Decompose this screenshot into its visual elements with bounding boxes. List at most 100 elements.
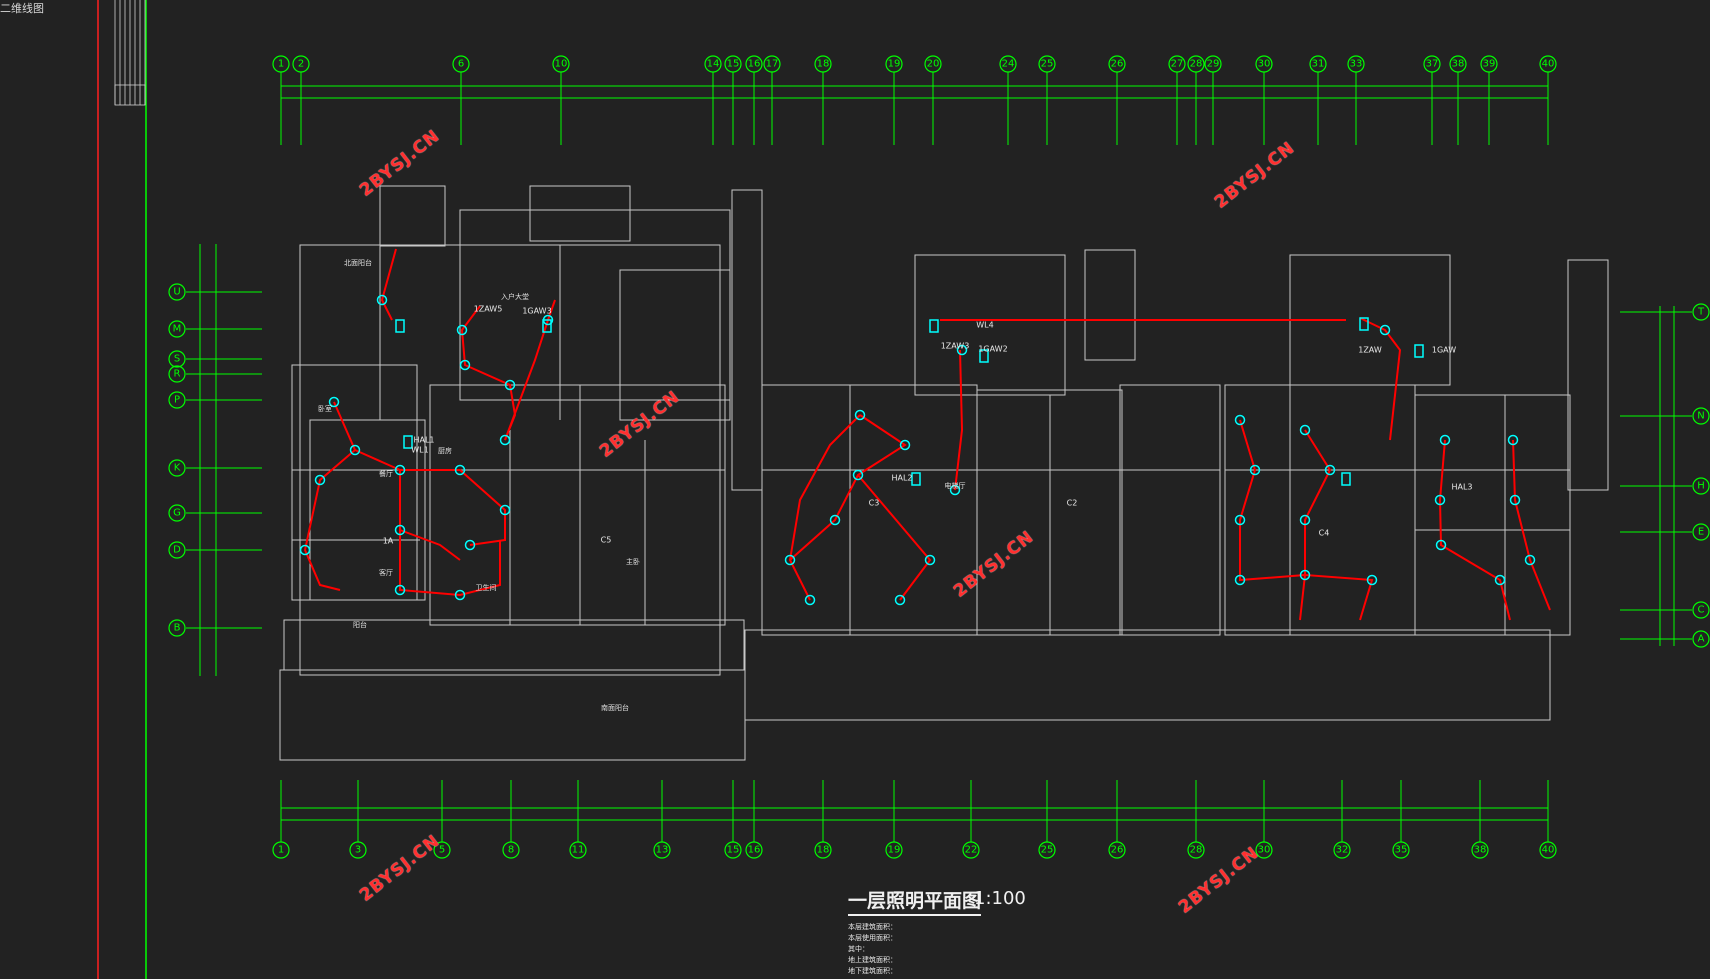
axis-bubble [1692,303,1710,321]
axis-bubble-label: 30 [1258,59,1271,70]
axis-bubble [168,365,186,383]
light-fixture [829,514,841,526]
room-label: 北面阳台 [344,258,372,267]
axis-bubble [1333,841,1351,859]
distribution-panel [1341,472,1351,486]
light-fixture [899,439,911,451]
light-fixture [394,524,406,536]
axis-bubble-label: 16 [748,845,761,856]
axis-bubble-label: 27 [1171,59,1184,70]
axis-bubble [1108,55,1126,73]
wiring-run [354,449,501,597]
axis-bubble [1038,841,1056,859]
axis-bubble [724,55,742,73]
light-fixture [376,294,388,306]
light-fixture [499,504,511,516]
light-fixture [456,324,468,336]
axis-bubble [962,841,980,859]
circuit-label: WL4 [976,321,993,330]
axis-bubble [1480,55,1498,73]
axis-bubble [168,541,186,559]
axis-bubble [885,55,903,73]
light-fixture [394,584,406,596]
axis-bubble-label: 18 [817,59,830,70]
axis-bubble-label: K [174,463,181,474]
light-fixture [1379,324,1391,336]
light-fixture [314,474,326,486]
wiring-run [789,414,861,561]
circuit-label: C2 [1067,499,1078,508]
wall-outline [1224,384,1416,636]
drawing-frame [97,0,147,979]
axis-bubble [502,841,520,859]
room-label: 南面阳台 [601,703,629,712]
area-note: 本层建筑面积： [848,923,897,931]
distribution-panel [1414,344,1424,358]
axis-bubble [292,55,310,73]
circuit-label: 1GAW [1432,346,1456,355]
light-fixture [499,434,511,446]
axis-bubble [763,55,781,73]
wall-outline [744,629,1551,721]
light-fixture [894,594,906,606]
axis-bubble-label: 28 [1190,845,1203,856]
tab-label[interactable]: 二维线图 [0,2,44,15]
distribution-panel [929,319,939,333]
light-fixture [956,344,968,356]
wall-outline [619,269,731,421]
axis-bubble-label: A [1698,634,1705,645]
wall-outline [279,669,746,761]
light-fixture [1234,414,1246,426]
axis-bubble [1347,55,1365,73]
axis-bubble-label: 26 [1111,845,1124,856]
light-fixture [804,594,816,606]
circuit-label: 1ZAW3 [941,342,970,351]
axis-bubble [168,320,186,338]
axis-bubble [1038,55,1056,73]
axis-bubble-label: 22 [965,845,978,856]
axis-bubble [552,55,570,73]
light-fixture [924,554,936,566]
axis-bubble [1539,841,1557,859]
axis-bubble [1692,601,1710,619]
axis-bubble-label: T [1697,307,1705,318]
axis-bubble [1692,477,1710,495]
axis-bubble [1392,841,1410,859]
circuit-label: HAL2 [891,474,912,483]
wall-outline [579,384,726,626]
light-fixture [504,379,516,391]
wall-outline [1084,249,1136,361]
circuit-label: C5 [601,536,612,545]
area-notes: 本层建筑面积：本层使用面积：其中：地上建筑面积：地下建筑面积： [848,922,897,977]
light-fixture [464,539,476,551]
axis-bubble [999,55,1017,73]
wall-outline [379,185,446,247]
area-note: 其中： [848,945,869,953]
distribution-panel [1359,317,1369,331]
axis-bubble-label: 29 [1207,59,1220,70]
wiring-run [460,305,517,441]
axis-bubble-label: 31 [1312,59,1325,70]
light-fixture [1234,574,1246,586]
light-fixture [1366,574,1378,586]
light-fixture [1524,554,1536,566]
circuit-label: 1ZAW5 [474,305,503,314]
wall-outline [731,189,763,491]
axis-bubble-label: S [174,354,180,365]
circuit-label: 1GAW3 [522,307,551,316]
area-note: 地下建筑面积： [848,967,897,975]
axis-bubble [168,504,186,522]
axis-bubble [1692,523,1710,541]
room-label: 入户大堂 [501,292,529,301]
wall-outline [1567,259,1609,491]
axis-bubble-label: 37 [1426,59,1439,70]
axis-bubble-label: 16 [748,59,761,70]
axis-bubble-label: 19 [888,845,901,856]
room-label: 主卧 [626,557,640,566]
wiring-run [399,529,461,561]
axis-bubble [1255,841,1273,859]
